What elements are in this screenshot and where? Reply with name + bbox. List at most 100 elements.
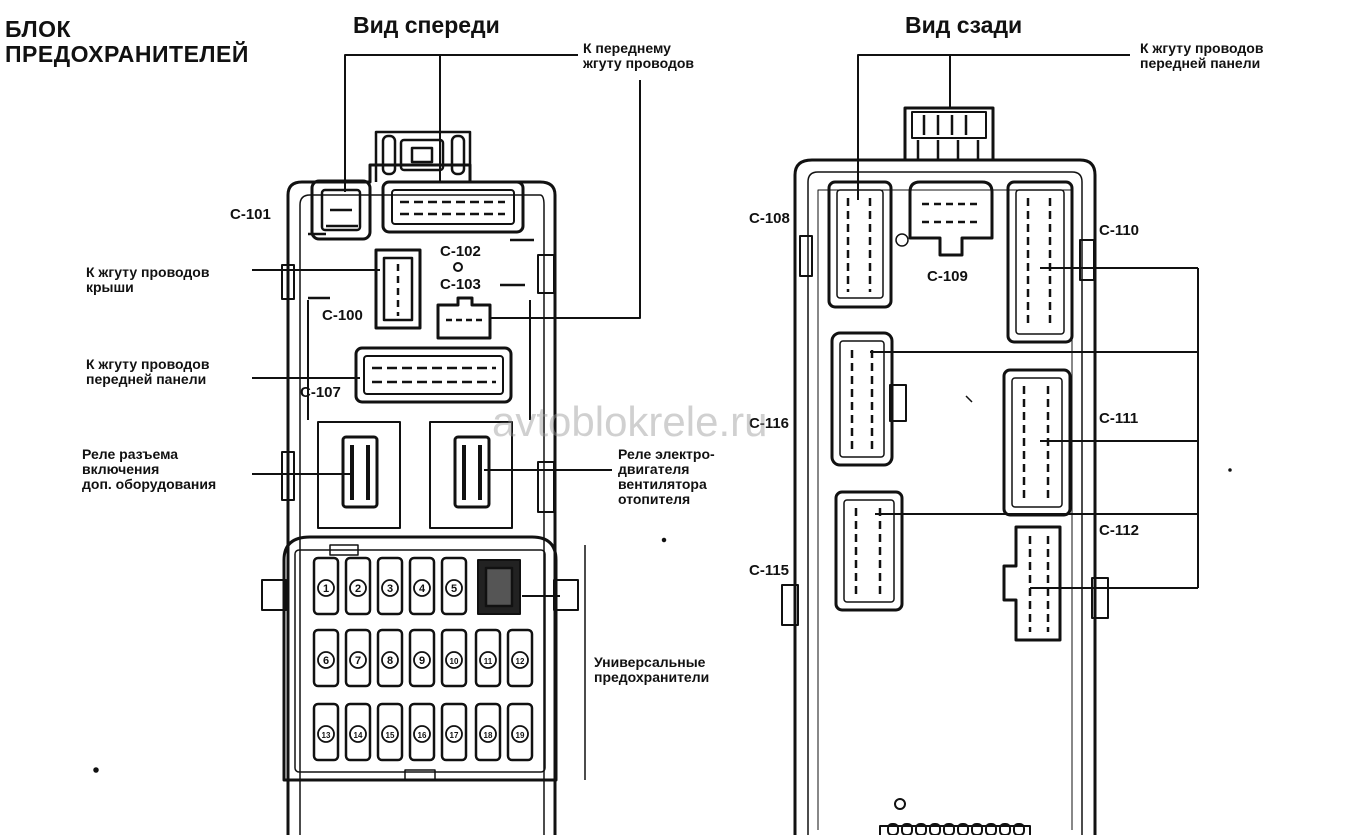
connector-code-c110: C-110	[1099, 222, 1140, 239]
label-line: К жгуту проводов	[1140, 40, 1264, 56]
connector-code-c115: C-115	[749, 562, 790, 579]
fuse-number: 13	[322, 731, 331, 740]
label-line: передней панели	[1140, 55, 1261, 71]
connector-pin	[929, 823, 941, 835]
fuse-number: 1	[323, 583, 329, 595]
fuse-number-ring	[413, 651, 431, 669]
fuse-number-ring	[445, 651, 463, 669]
fuse-slot	[408, 556, 436, 616]
fuse-number: 15	[386, 731, 395, 740]
diagram-title-line1: БЛОК	[5, 16, 72, 42]
connector-code-c111: C-111	[1099, 410, 1139, 427]
fuse-number: 18	[484, 731, 493, 740]
fuse-number-ring	[413, 579, 431, 597]
label-accessory-relay: Реле разъема включения доп. оборудования	[82, 447, 216, 492]
fuse-number-ring	[413, 725, 431, 743]
connector-c111-shape	[1002, 368, 1072, 517]
fuse-number-ring	[479, 725, 497, 743]
heater-fan-relay-shape	[429, 421, 513, 529]
connector-c100-shape	[374, 248, 422, 330]
label-line: Реле электро-	[618, 446, 715, 462]
fuse-number: 9	[419, 655, 425, 667]
fuse-number: 10	[450, 657, 459, 666]
label-heater-fan-relay: Реле электро- двигателя вентилятора отоп…	[618, 447, 715, 507]
connector-c110-shape	[1006, 180, 1074, 344]
fuse-slot	[440, 702, 468, 762]
fuse-slot	[376, 702, 404, 762]
connector-pin	[901, 823, 913, 835]
fuse-slot	[506, 702, 534, 762]
front-leader-lines	[252, 54, 641, 780]
label-to-front-harness: К переднему жгуту проводов	[583, 41, 694, 71]
fuse-number: 6	[323, 655, 329, 667]
label-line: предохранители	[594, 669, 710, 685]
fuse-number: 2	[355, 583, 361, 595]
fuse-number: 16	[418, 731, 427, 740]
connector-pin	[985, 823, 997, 835]
fuse-number-ring	[479, 651, 497, 669]
connector-code-c101: C-101	[230, 206, 271, 223]
connector-code-c108: C-108	[749, 210, 790, 227]
fuse-number-ring	[317, 725, 335, 743]
connector-c109-shape	[895, 180, 994, 257]
fuse-number-ring	[511, 725, 529, 743]
fuse-number: 7	[355, 655, 361, 667]
rear-view-heading: Вид сзади	[905, 12, 1023, 38]
fuse-slot	[474, 628, 502, 688]
label-line: жгуту проводов	[583, 55, 694, 71]
label-line: вентилятора	[618, 476, 707, 492]
fuse-slot	[474, 702, 502, 762]
accessory-relay-shape	[317, 421, 401, 529]
connector-pin	[999, 823, 1011, 835]
fuse-number-ring	[317, 651, 335, 669]
label-universal-fuses: Универсальные предохранители	[594, 655, 709, 685]
rear-housing	[781, 106, 1109, 835]
connector-pin	[957, 823, 969, 835]
fuse-slot	[440, 628, 468, 688]
fuse-number-ring	[349, 651, 367, 669]
label-to-panel-harness: К жгуту проводов передней панели	[86, 357, 209, 387]
fuse-number-ring	[445, 579, 463, 597]
label-to-roof-harness: К жгуту проводов крыши	[86, 265, 209, 295]
connector-c115-shape	[834, 490, 904, 612]
label-line: двигателя	[618, 461, 690, 477]
fuse-number-ring	[381, 651, 399, 669]
watermark: avtoblokrele.ru	[492, 398, 768, 445]
connector-code-c102: C-102	[440, 243, 481, 260]
fuse-number-ring	[349, 579, 367, 597]
label-line: Реле разъема	[82, 446, 179, 462]
connector-pin	[1013, 823, 1025, 835]
connector-pin	[943, 823, 955, 835]
connector-c103-shape	[436, 296, 492, 340]
fuse-slot	[506, 628, 534, 688]
fuse-slot	[376, 628, 404, 688]
fuse-slot	[408, 702, 436, 762]
connector-pin	[915, 823, 927, 835]
connector-code-c109: C-109	[927, 268, 968, 285]
connector-c116-shape	[830, 331, 894, 467]
fuse-slot	[408, 628, 436, 688]
fuse-slot	[344, 628, 372, 688]
label-line: Универсальные	[594, 654, 706, 670]
fuse-number: 8	[387, 655, 393, 667]
label-line: передней панели	[86, 371, 207, 387]
rear-leader-lines	[857, 54, 1199, 589]
connector-c112-shape	[1002, 525, 1062, 642]
fuse-number: 14	[354, 731, 363, 740]
connector-c102-shape	[381, 180, 525, 234]
connector-code-c103: C-103	[440, 276, 481, 293]
fuse-number: 11	[484, 657, 493, 666]
connector-code-c112: C-112	[1099, 522, 1140, 539]
fuse-slot	[440, 556, 468, 616]
label-line: доп. оборудования	[82, 476, 217, 492]
fuse-number-ring	[349, 725, 367, 743]
fuse-number: 4	[419, 583, 426, 595]
fuse-slot	[312, 556, 340, 616]
connector-c107-shape	[354, 346, 513, 404]
connector-code-c100: C-100	[322, 307, 363, 324]
fuse-number-ring	[381, 725, 399, 743]
diagram-title: БЛОК ПРЕДОХРАНИТЕЛЕЙ	[5, 17, 249, 67]
fuse-slot	[344, 702, 372, 762]
